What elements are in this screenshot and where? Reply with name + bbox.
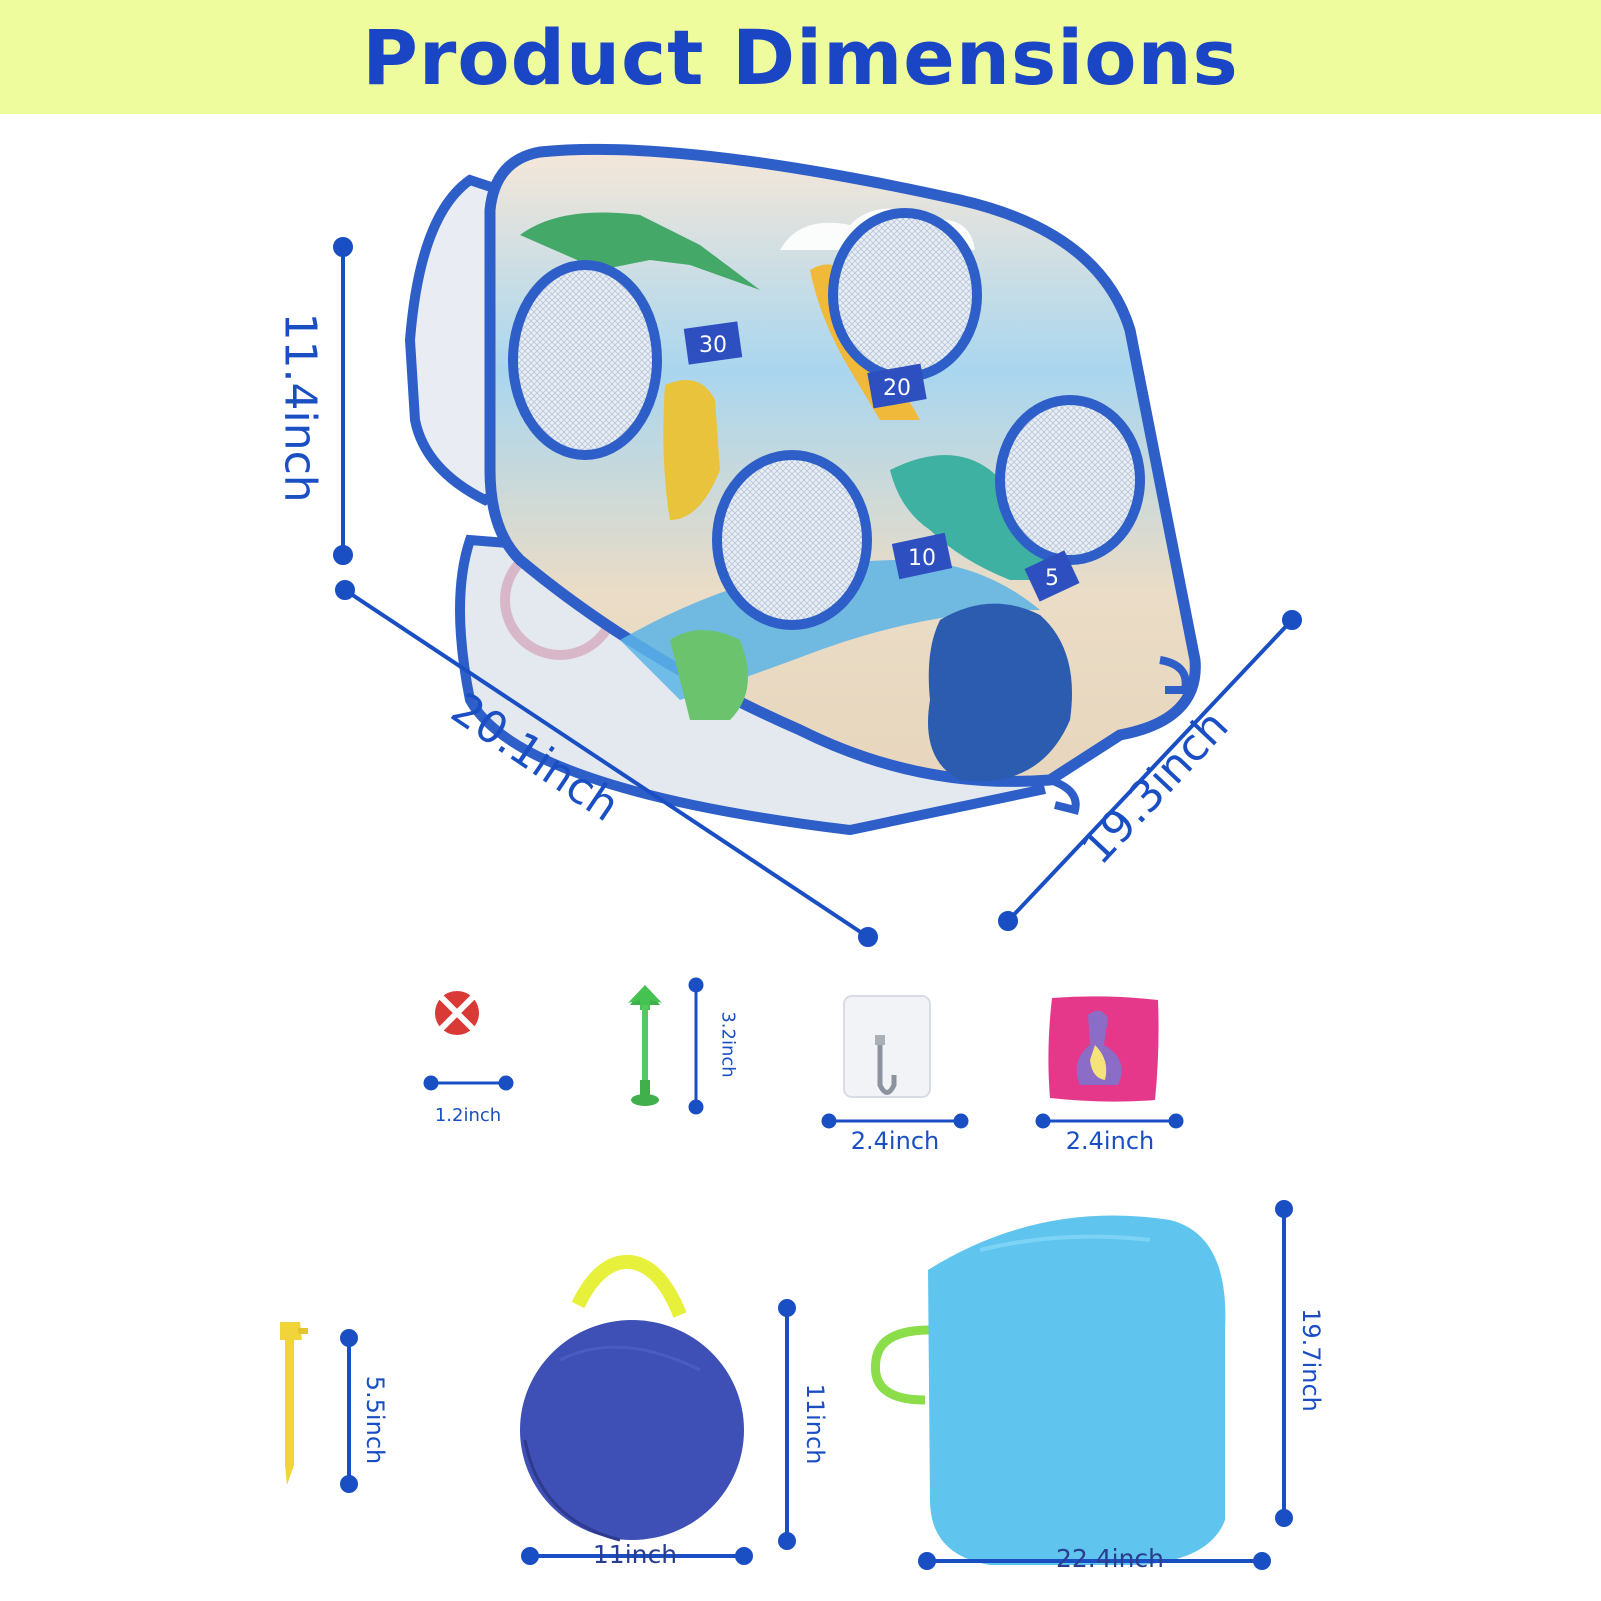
dart-dimension-line (688, 977, 704, 1115)
hook-dimension-line (821, 1113, 969, 1129)
stake-dimension-line (340, 1329, 358, 1493)
adhesive-hook (843, 995, 931, 1098)
ground-stake (280, 1322, 308, 1485)
dart-size-label: 3.2inch (717, 1011, 739, 1078)
round-storage-bag (520, 1254, 744, 1542)
round-bag-height-label: 11inch (801, 1383, 829, 1465)
beanbag-dimension-line (1035, 1113, 1184, 1129)
page-title: Product Dimensions (362, 12, 1239, 102)
bean-bag (1048, 996, 1159, 1102)
beanbag-size-label: 2.4inch (1065, 1127, 1155, 1155)
target-dimension-lines (333, 237, 1302, 947)
ball-size-label: 1.2inch (434, 1105, 502, 1126)
dart (628, 985, 662, 1106)
header-banner: Product Dimensions (0, 0, 1601, 114)
target-frame: 30 20 10 5 (404, 143, 1201, 836)
round-bag-dimension-lines (521, 1299, 796, 1565)
folded-bag-width-label: 22.4inch (1055, 1544, 1165, 1573)
hole-20: 20 (828, 208, 982, 409)
triceratops (928, 603, 1072, 782)
hole-30: 30 (508, 260, 743, 460)
target-height-label: 11.4inch (274, 312, 326, 503)
t-rex (890, 455, 1060, 580)
sticky-ball (435, 991, 479, 1035)
pterodactyl (520, 212, 760, 290)
hole-10: 10 (712, 450, 953, 630)
folded-storage-bag (870, 1215, 1226, 1565)
hole-5-score: 5 (1045, 566, 1059, 591)
ball-dimension-line (423, 1075, 514, 1091)
folded-bag-dimension-lines (918, 1200, 1293, 1570)
hook-size-label: 2.4inch (850, 1127, 940, 1155)
stake-size-label: 5.5inch (361, 1375, 389, 1465)
hole-30-score: 30 (699, 333, 727, 358)
round-bag-width-label: 11inch (592, 1540, 678, 1569)
folded-bag-height-label: 19.7inch (1297, 1308, 1325, 1412)
hole-20-score: 20 (883, 376, 911, 401)
hole-10-score: 10 (908, 546, 936, 571)
hole-5: 5 (995, 395, 1145, 602)
